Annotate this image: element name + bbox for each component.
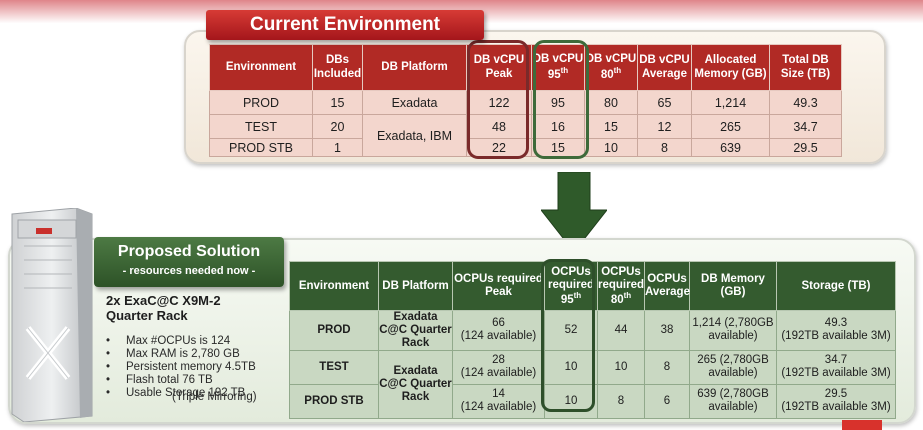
col-header-db-platform: DB Platform	[378, 261, 453, 311]
cell-memory: 265	[691, 114, 770, 139]
cell-platform: Exadata C@C Quarter Rack	[378, 349, 453, 419]
cell-p95: 16	[531, 114, 585, 139]
list-item: Persistent memory 4.5TB	[106, 361, 256, 374]
col-header-db-platform: DB Platform	[362, 44, 467, 91]
current-environment-table: Environment DBs Included DB Platform DB …	[209, 44, 842, 157]
rack-name: 2x ExaC@C X9M-2 Quarter Rack	[106, 293, 221, 323]
cell-platform: Exadata, IBM	[362, 114, 467, 157]
table-row: PROD STB 1 22 15 10 8 639 29.5	[209, 138, 842, 157]
list-item: Max #OCPUs is 124	[106, 335, 256, 348]
col-header-vcpu-80th: DB vCPU 80th	[584, 44, 638, 91]
cell-environment: PROD	[209, 90, 313, 115]
down-arrow-icon	[541, 172, 607, 252]
cell-memory: 265 (2,780GB available)	[689, 349, 777, 385]
col-header-ocpus-95th: OCPUs required 95th	[544, 261, 598, 311]
cell-dbs: 1	[312, 138, 363, 157]
proposed-solution-table: Environment DB Platform OCPUs required P…	[289, 261, 896, 419]
cell-memory: 639	[691, 138, 770, 157]
table-row: TEST 20 Exadata, IBM 48 16 15 12 265 34.…	[209, 114, 842, 157]
col-header-db-memory: DB Memory (GB)	[689, 261, 777, 311]
cell-p80: 80	[584, 90, 638, 115]
cell-p80: 44	[597, 310, 645, 351]
cell-peak: 22	[466, 138, 532, 157]
col-header-ocpus-80th: OCPUs required 80th	[597, 261, 645, 311]
mirroring-note: (Triple Mirroring)	[172, 391, 257, 403]
col-header-allocated-memory: Allocated Memory (GB)	[691, 44, 770, 91]
proposed-solution-subtitle: - resources needed now -	[122, 265, 256, 277]
list-item: Max RAM is 2,780 GB	[106, 348, 256, 361]
col-header-ocpus-average: OCPUs Average	[644, 261, 690, 311]
col-header-environment: Environment	[289, 261, 379, 311]
col-header-vcpu-average: DB vCPU Average	[637, 44, 692, 91]
col-header-dbs-included: DBs Included	[312, 44, 363, 91]
cell-average: 8	[644, 349, 690, 385]
cell-peak: 48	[466, 114, 532, 139]
cell-size: 49.3	[769, 90, 842, 115]
proposed-solution-title: Proposed Solution - resources needed now…	[94, 237, 284, 287]
list-item: Usable Storage 192 TB	[106, 387, 256, 400]
cell-environment: TEST	[289, 349, 379, 385]
cell-peak: 28(124 available)	[452, 349, 545, 385]
col-header-storage: Storage (TB)	[776, 261, 896, 311]
cell-average: 12	[637, 114, 692, 139]
p95-column-highlight	[533, 40, 589, 159]
current-environment-title: Current Environment	[206, 10, 484, 40]
cell-size: 34.7	[769, 114, 842, 139]
server-rack-icon	[11, 208, 93, 422]
col-header-total-db-size: Total DB Size (TB)	[769, 44, 842, 91]
cell-p80: 10	[584, 138, 638, 157]
cell-average: 6	[644, 383, 690, 419]
table-row: PROD 15 Exadata 122 95 80 65 1,214 49.3	[209, 90, 842, 115]
cell-p80: 8	[597, 383, 645, 419]
cell-p95: 15	[531, 138, 585, 157]
cell-environment: PROD STB	[209, 138, 313, 157]
cell-memory: 1,214 (2,780GB available)	[689, 310, 777, 351]
cell-environment: PROD STB	[289, 383, 379, 419]
list-item: Flash total 76 TB	[106, 374, 256, 387]
col-header-ocpus-peak: OCPUs required Peak	[452, 261, 545, 311]
table-header-row: Environment DBs Included DB Platform DB …	[209, 44, 842, 91]
table-row: PROD STB 14(124 available) 10 8 6 639 (2…	[289, 383, 896, 419]
slide-corner-mark	[842, 420, 882, 430]
cell-dbs: 20	[312, 114, 363, 139]
cell-platform: Exadata C@C Quarter Rack	[378, 310, 453, 351]
cell-environment: TEST	[209, 114, 313, 139]
cell-storage: 29.5(192TB available 3M)	[776, 383, 896, 419]
peak-column-highlight	[467, 40, 529, 159]
cell-peak: 66(124 available)	[452, 310, 545, 351]
proposed-solution-heading: Proposed Solution	[117, 243, 261, 260]
cell-peak: 14(124 available)	[452, 383, 545, 419]
cell-storage: 34.7(192TB available 3M)	[776, 349, 896, 385]
cell-p80: 15	[584, 114, 638, 139]
cell-average: 8	[637, 138, 692, 157]
ocpus-95th-column-highlight	[541, 259, 595, 412]
cell-size: 29.5	[769, 138, 842, 157]
cell-p95: 10	[544, 383, 598, 419]
cell-p95: 95	[531, 90, 585, 115]
rack-specs-list: Max #OCPUs is 124 Max RAM is 2,780 GB Pe…	[106, 335, 256, 399]
table-header-row: Environment DB Platform OCPUs required P…	[289, 261, 896, 311]
col-header-vcpu-peak: DB vCPU Peak	[466, 44, 532, 91]
cell-environment: PROD	[289, 310, 379, 351]
cell-memory: 1,214	[691, 90, 770, 115]
table-row: TEST Exadata C@C Quarter Rack 28(124 ava…	[289, 349, 896, 419]
cell-storage: 49.3(192TB available 3M)	[776, 310, 896, 351]
cell-average: 65	[637, 90, 692, 115]
cell-dbs: 15	[312, 90, 363, 115]
cell-platform: Exadata	[362, 90, 467, 115]
cell-average: 38	[644, 310, 690, 351]
col-header-environment: Environment	[209, 44, 313, 91]
cell-memory: 639 (2,780GB available)	[689, 383, 777, 419]
cell-p80: 10	[597, 349, 645, 385]
